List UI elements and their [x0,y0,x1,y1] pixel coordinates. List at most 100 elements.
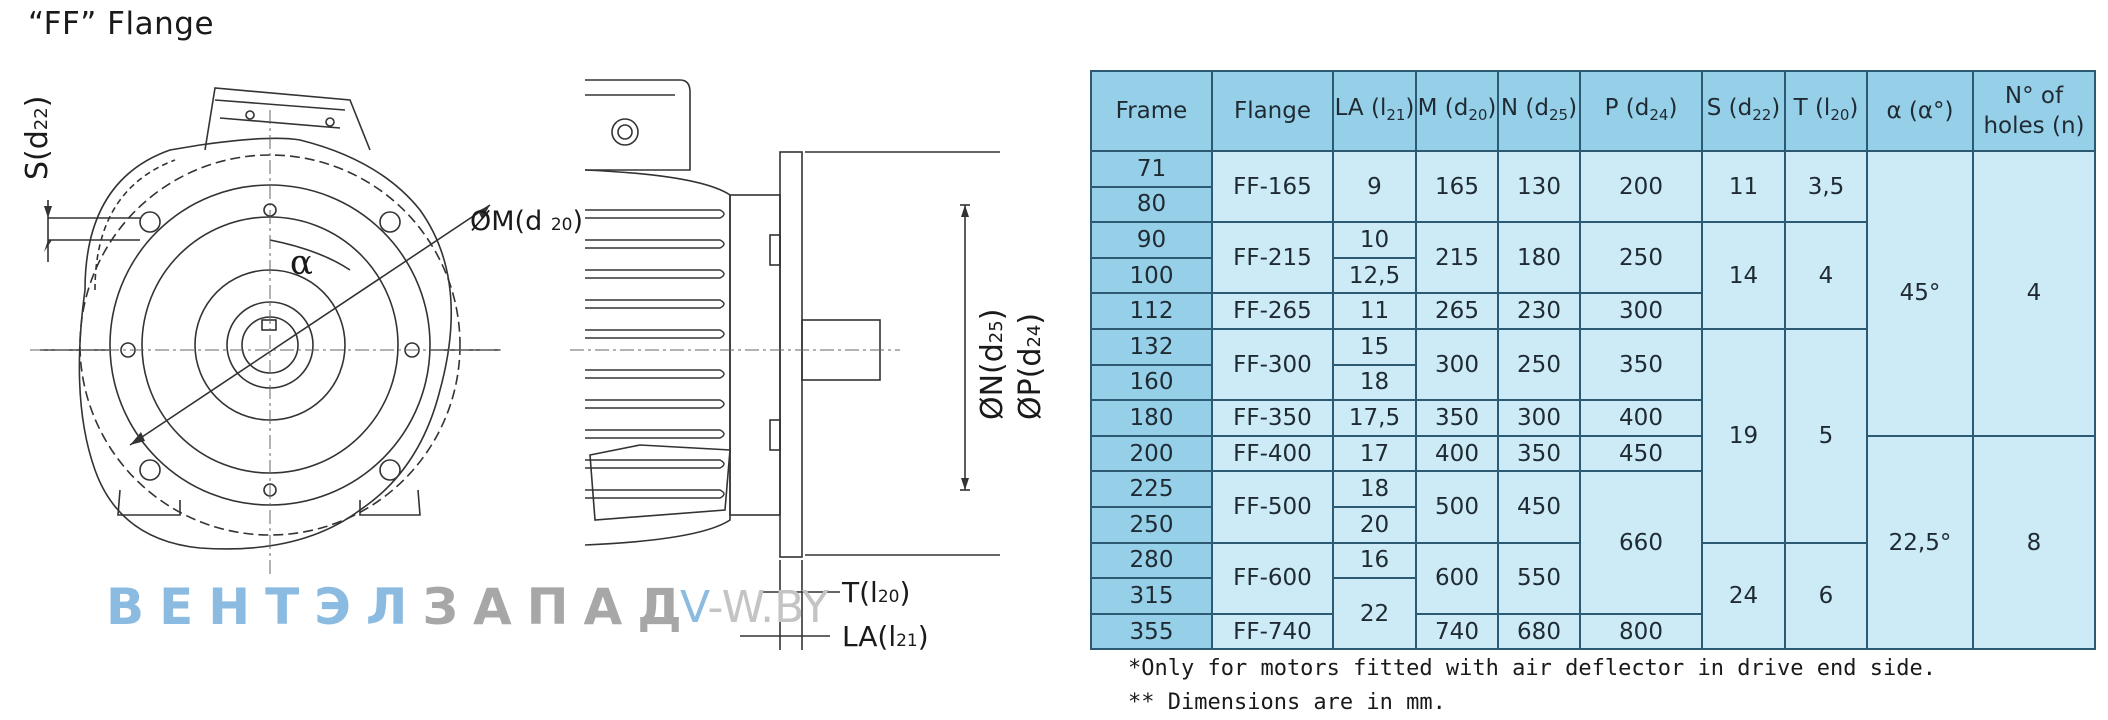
header-la: LA (l21) [1332,70,1417,152]
frame-cell: 200 [1090,434,1213,473]
la-cell: 12,5 [1332,256,1417,295]
table-row: 100 12,5 [1090,256,2095,295]
table-row: 180 FF-350 17,5 350 300 400 [1090,399,2095,437]
frame-cell: 112 [1090,292,1213,330]
la-cell: 15 [1332,327,1417,366]
s-cell: 14 [1701,221,1786,330]
n-cell: 180 [1497,221,1581,295]
header-p: P (d24) [1579,70,1703,152]
p-cell: 350 [1579,327,1703,402]
frame-cell: 355 [1090,612,1213,651]
table-row: 71 FF-165 9 165 130 200 11 3,5 45° 4 [1090,149,2096,437]
table-row: 80 [1090,185,2095,224]
table-row: 112 FF-265 11 265 230 300 [1090,292,2095,330]
n-cell: 130 [1497,149,1581,224]
m-cell: 350 [1415,399,1499,437]
header-flange: Flange [1211,70,1334,152]
header-t: T (l20) [1784,70,1868,152]
la-cell: 20 [1332,505,1417,544]
frame-cell: 90 [1090,221,1213,259]
n-cell: 450 [1497,470,1581,544]
la-cell: 10 [1332,221,1417,259]
flange-cell: FF-300 [1211,327,1334,402]
frame-cell: 132 [1090,327,1213,366]
t-cell: 3,5 [1784,149,1868,224]
n-cell: 300 [1497,399,1581,437]
table-row: 132 FF-300 15 300 250 350 19 5 [1090,327,2095,544]
m-cell: 165 [1415,149,1499,224]
p-cell: 800 [1579,612,1703,651]
page-title: “FF” Flange [28,6,215,42]
p-dimension-label: ØP(d24) [1013,312,1048,420]
s-cell: 19 [1701,327,1786,544]
m-cell: 500 [1415,470,1499,544]
table-row: 200 FF-400 17 400 350 450 22,5° 8 [1090,434,2096,651]
flange-cell: FF-215 [1211,221,1334,295]
watermark-site: V-W.BY [680,582,829,633]
t-cell: 4 [1784,221,1868,330]
la-cell: 17 [1332,434,1417,473]
la-cell: 11 [1332,292,1417,330]
la-cell: 9 [1332,149,1417,224]
flange-spec-table: Frame Flange LA (l21) M (d20) N (d25) P … [1090,70,2096,651]
la-dimension-label: LA(l21) [842,620,929,653]
flange-cell: FF-500 [1211,470,1334,544]
flange-cell: FF-265 [1211,292,1334,330]
frame-cell: 180 [1090,399,1213,437]
n-dimension-label: ØN(d25) [975,308,1010,420]
side-view [584,79,1000,650]
holes-cell: 4 [1972,150,2096,437]
p-cell: 400 [1579,399,1703,437]
n-cell: 350 [1497,434,1581,473]
m-cell: 265 [1415,292,1499,330]
m-dimension-label: ØM(d 20) [470,206,584,237]
header-alpha: α (α°) [1866,70,1974,152]
la-cell: 18 [1332,470,1417,508]
frame-cell: 250 [1090,505,1213,544]
table-row: 280 FF-600 16 600 550 24 6 [1090,541,2095,651]
la-cell: 18 [1332,363,1417,402]
frame-cell: 100 [1090,256,1213,295]
flange-cell: FF-400 [1211,434,1334,473]
p-cell: 200 [1579,149,1703,224]
t-cell: 5 [1784,327,1868,544]
header-n: N (d25) [1497,70,1581,152]
table-row: 225 FF-500 18 500 450 660 [1090,470,2095,615]
la-cell: 16 [1332,541,1417,580]
t-cell: 6 [1784,541,1868,651]
p-cell: 300 [1579,292,1703,330]
table-row: 355 FF-740 740 680 800 [1090,612,2095,651]
m-cell: 400 [1415,434,1499,473]
alpha-cell: 22,5° [1866,434,1974,651]
frame-cell: 80 [1090,185,1213,224]
la-cell: 17,5 [1332,399,1417,437]
table-row: 315 22 [1090,577,2095,651]
frame-cell: 280 [1090,541,1213,580]
m-cell: 600 [1415,541,1499,615]
holes-cell: 8 [1972,434,2096,651]
frame-cell: 315 [1090,577,1213,615]
header-s: S (d22) [1701,70,1786,152]
footnotes: *Only for motors fitted with air deflect… [1128,652,1936,720]
alpha-cell: 45° [1866,150,1974,437]
p-cell: 450 [1579,434,1703,473]
alpha-label: α [290,243,313,283]
flange-cell: FF-165 [1211,149,1334,224]
table-row: 90 FF-215 10 215 180 250 14 4 [1090,221,2095,330]
footnote-2: ** Dimensions are in mm. [1128,690,1446,715]
flange-cell: FF-350 [1211,399,1334,437]
flange-drawing [30,79,1000,650]
flange-cell: FF-740 [1211,612,1334,651]
n-cell: 550 [1497,541,1581,615]
t-dimension-label: T(l20) [842,576,911,609]
front-view [40,87,500,550]
m-cell: 215 [1415,221,1499,295]
n-cell: 230 [1497,292,1581,330]
watermark-logo: ВЕНТЭЛЗАПАД [106,578,697,636]
m-cell: 300 [1415,327,1499,402]
s-cell: 24 [1701,541,1786,651]
header-row: Frame Flange LA (l21) M (d20) N (d25) P … [1090,70,2096,152]
frame-cell: 160 [1090,363,1213,402]
n-cell: 680 [1497,612,1581,651]
